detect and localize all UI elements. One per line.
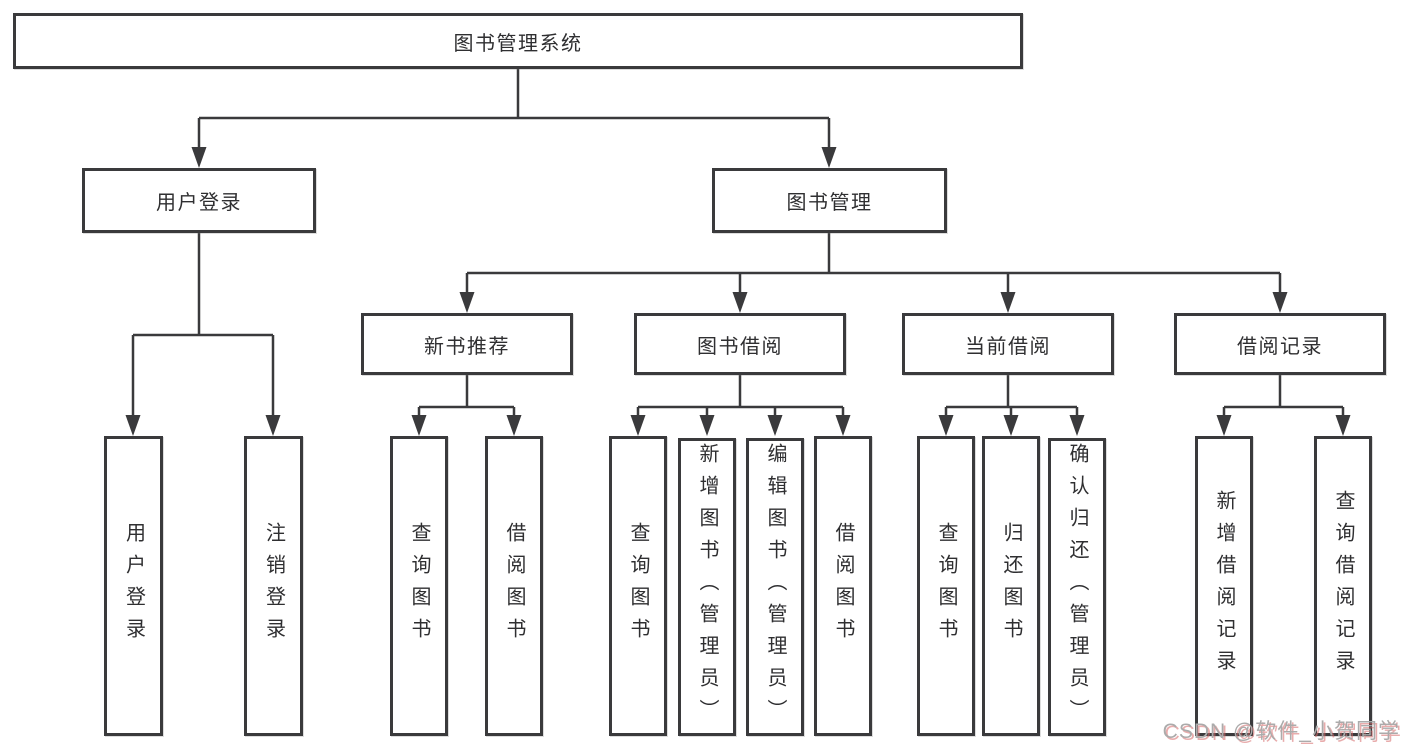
leaf-records-add: 新增借阅记录: [1195, 436, 1253, 736]
arrow-down-icon: [1216, 415, 1232, 436]
arrow-down-icon: [699, 415, 715, 436]
node-book-borrowing-label: 图书借阅: [697, 335, 783, 358]
arrow-down-icon: [821, 147, 837, 168]
arrow-down-icon: [1272, 292, 1288, 313]
node-new-books: 新书推荐: [361, 313, 573, 375]
arrow-down-icon: [1000, 292, 1016, 313]
arrow-down-icon: [1335, 415, 1351, 436]
arrow-down-icon: [835, 415, 851, 436]
leaf-records-query-label: 查询借阅记录: [1332, 490, 1354, 682]
leaf-newbooks-query-label: 查询图书: [408, 522, 430, 650]
arrow-down-icon: [630, 415, 646, 436]
node-current-borrowing-label: 当前借阅: [965, 335, 1051, 358]
leaf-borrowing-borrow-label: 借阅图书: [832, 522, 854, 650]
node-current-borrowing: 当前借阅: [902, 313, 1114, 375]
arrow-down-icon: [938, 415, 954, 436]
leaf-current-query: 查询图书: [917, 436, 975, 736]
node-borrow-records-label: 借阅记录: [1237, 335, 1323, 358]
node-book-management-label: 图书管理: [786, 192, 873, 214]
leaf-records-add-label: 新增借阅记录: [1213, 490, 1235, 682]
node-book-borrowing: 图书借阅: [634, 313, 846, 375]
arrow-down-icon: [125, 415, 141, 436]
leaf-newbooks-borrow: 借阅图书: [485, 436, 543, 736]
leaf-user-login: 用户登录: [104, 436, 163, 736]
leaf-newbooks-borrow-label: 借阅图书: [503, 522, 525, 650]
leaf-borrowing-query: 查询图书: [609, 436, 667, 736]
leaf-current-query-label: 查询图书: [935, 522, 957, 650]
leaf-user-login-label: 用户登录: [122, 522, 145, 650]
connector-paths: [131, 69, 1345, 419]
leaf-records-query: 查询借阅记录: [1314, 436, 1372, 736]
watermark: CSDN @软件_小贺同学: [1162, 720, 1400, 743]
leaf-current-return: 归还图书: [982, 436, 1040, 736]
leaf-current-confirm-admin: 确认归还（管理员）: [1048, 438, 1106, 736]
leaf-borrowing-borrow: 借阅图书: [814, 436, 872, 736]
leaf-logout: 注销登录: [244, 436, 303, 736]
node-borrow-records: 借阅记录: [1174, 313, 1386, 375]
leaf-borrowing-add-admin-label: 新增图书（管理员）: [696, 443, 718, 731]
node-new-books-label: 新书推荐: [424, 335, 510, 358]
arrow-down-icon: [411, 415, 427, 436]
leaf-logout-label: 注销登录: [262, 522, 285, 650]
leaf-current-confirm-admin-label: 确认归还（管理员）: [1066, 443, 1088, 731]
node-root-label: 图书管理系统: [453, 32, 583, 55]
leaf-borrowing-add-admin: 新增图书（管理员）: [678, 438, 736, 736]
arrow-down-icon: [1003, 415, 1019, 436]
node-root: 图书管理系统: [13, 13, 1023, 69]
arrow-down-icon: [191, 147, 207, 168]
arrow-down-icon: [767, 415, 783, 436]
node-book-management: 图书管理: [712, 168, 947, 233]
leaf-borrowing-edit-admin: 编辑图书（管理员）: [746, 438, 804, 736]
node-user-login: 用户登录: [82, 168, 316, 233]
arrow-down-icon: [265, 415, 281, 436]
arrow-down-icon: [1069, 415, 1085, 436]
arrow-down-icon: [506, 415, 522, 436]
arrow-down-icon: [732, 292, 748, 313]
arrow-down-icon: [459, 292, 475, 313]
leaf-newbooks-query: 查询图书: [390, 436, 448, 736]
leaf-current-return-label: 归还图书: [1000, 522, 1022, 650]
node-user-login-label: 用户登录: [156, 192, 242, 214]
leaf-borrowing-edit-admin-label: 编辑图书（管理员）: [764, 443, 786, 731]
leaf-borrowing-query-label: 查询图书: [627, 522, 649, 650]
arrowheads: [125, 147, 1351, 436]
